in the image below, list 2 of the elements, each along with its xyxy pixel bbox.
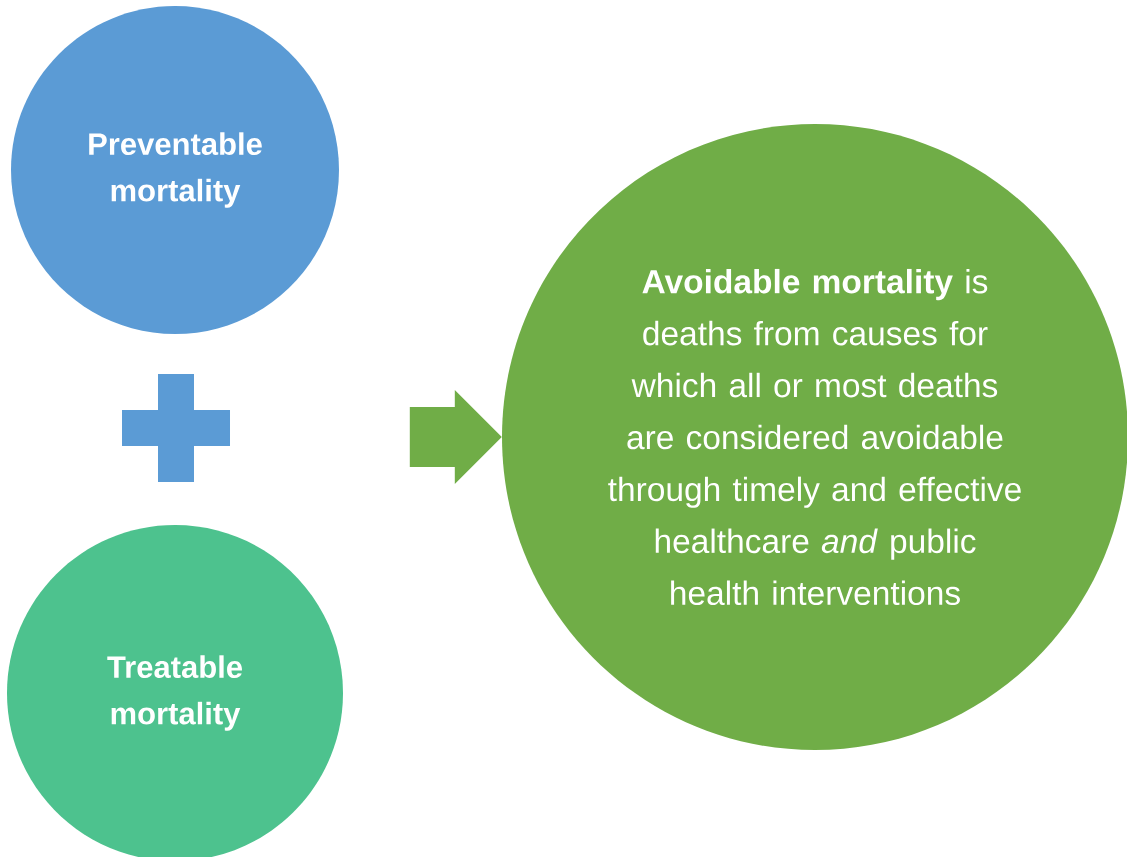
plus-sign <box>122 374 230 482</box>
block-arrow <box>409 390 502 484</box>
